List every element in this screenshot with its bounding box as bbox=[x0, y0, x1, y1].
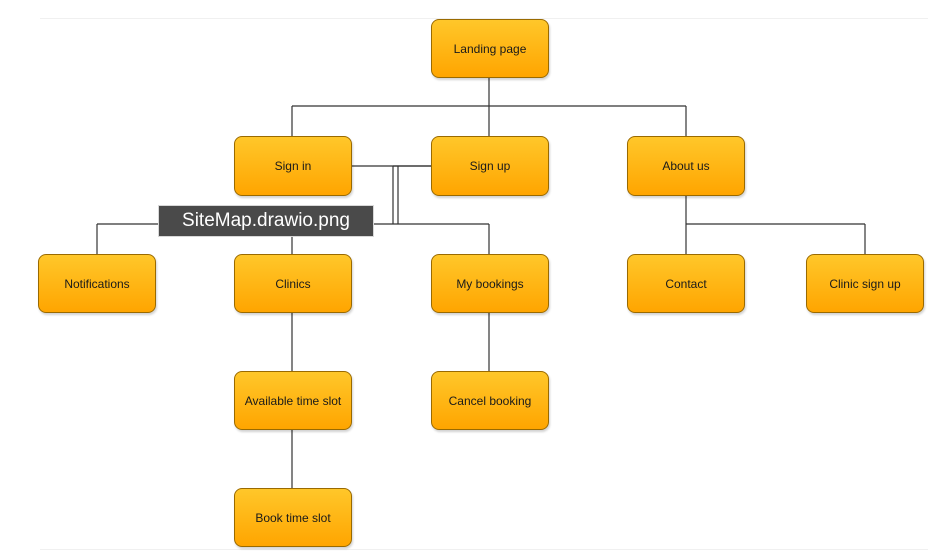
filename-tooltip: SiteMap.drawio.png bbox=[158, 205, 374, 237]
node-about-us: About us bbox=[627, 136, 745, 196]
node-book-time-slot: Book time slot bbox=[234, 488, 352, 547]
node-sign-in: Sign in bbox=[234, 136, 352, 196]
node-sign-up: Sign up bbox=[431, 136, 549, 196]
node-clinic-sign-up: Clinic sign up bbox=[806, 254, 924, 313]
node-clinics: Clinics bbox=[234, 254, 352, 313]
node-notifications: Notifications bbox=[38, 254, 156, 313]
node-contact: Contact bbox=[627, 254, 745, 313]
node-landing-page: Landing page bbox=[431, 19, 549, 78]
node-cancel-booking: Cancel booking bbox=[431, 371, 549, 430]
node-available-time-slot: Available time slot bbox=[234, 371, 352, 430]
node-my-bookings: My bookings bbox=[431, 254, 549, 313]
